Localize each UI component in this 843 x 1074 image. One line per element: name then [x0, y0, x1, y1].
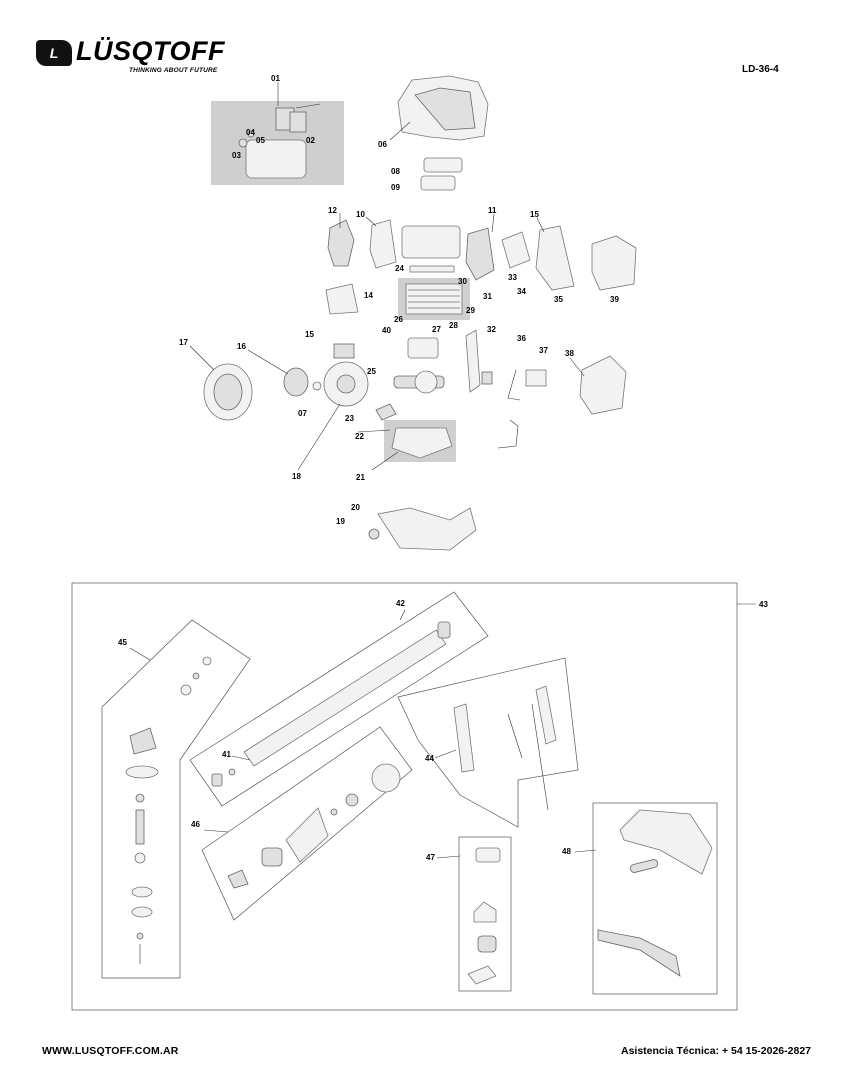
clip-32 — [481, 371, 493, 385]
cylinder-29 — [405, 283, 463, 315]
kit-frame-43 — [71, 582, 738, 1011]
part-label-02: 02 — [306, 136, 315, 145]
part-label-25: 25 — [367, 367, 376, 376]
part-label-10: 10 — [356, 210, 365, 219]
part-label-07: 07 — [298, 409, 307, 418]
part-label-47: 47 — [426, 853, 435, 862]
part-label-34: 34 — [517, 287, 526, 296]
part-label-01: 01 — [271, 74, 280, 83]
part-label-24: 24 — [395, 264, 404, 273]
part-label-37: 37 — [539, 346, 548, 355]
engine-cover-39 — [591, 235, 637, 291]
primer-37 — [525, 369, 547, 387]
part-label-36: 36 — [517, 334, 526, 343]
part-label-40: 40 — [382, 326, 391, 335]
part-label-22: 22 — [355, 432, 364, 441]
brand-name: LÜSQTOFF — [76, 36, 225, 66]
leader-lines-upper — [189, 82, 585, 471]
part-label-28: 28 — [449, 321, 458, 330]
gasket-24 — [409, 265, 455, 273]
part-label-12: 12 — [328, 206, 337, 215]
part-label-33: 33 — [508, 273, 517, 282]
part-label-27: 27 — [432, 325, 441, 334]
part-label-05: 05 — [256, 136, 265, 145]
support-phone: Asistencia Técnica: + 54 15-2026-2827 — [621, 1045, 811, 1057]
part-label-15b: 15 — [305, 330, 314, 339]
guard-48 — [597, 809, 713, 977]
spark-plug-23 — [375, 403, 397, 421]
clutch-panel-46 — [201, 726, 413, 921]
fuel-cap-19 — [368, 528, 380, 540]
website-link[interactable]: WWW.LUSQTOFF.COM.AR — [42, 1045, 179, 1057]
part-label-29: 29 — [466, 306, 475, 315]
part-label-32: 32 — [487, 325, 496, 334]
starter-pulley-16 — [283, 367, 309, 397]
muffler-gasket-09 — [420, 175, 456, 191]
part-label-42: 42 — [396, 599, 405, 608]
throttle-handle-44 — [453, 685, 557, 811]
part-label-41: 41 — [222, 750, 231, 759]
part-label-39: 39 — [610, 295, 619, 304]
clamps-47 — [467, 847, 501, 985]
clutch-housing-46 — [227, 763, 401, 889]
side-cover-38 — [579, 355, 627, 415]
carburetor-assembly-01 — [238, 103, 321, 179]
handle-panel-44 — [397, 657, 579, 828]
part-label-11: 11 — [488, 206, 497, 215]
fuel-tank-35 — [535, 225, 575, 291]
part-label-45: 45 — [118, 638, 127, 647]
part-label-18: 18 — [292, 472, 301, 481]
part-label-21: 21 — [356, 473, 365, 482]
gearhead-panel-45 — [101, 619, 251, 979]
part-label-46: 46 — [191, 820, 200, 829]
part-label-19: 19 — [336, 517, 345, 526]
part-label-48: 48 — [562, 847, 571, 856]
drive-shaft-41 — [211, 621, 451, 787]
intake-11 — [465, 227, 495, 281]
crankcase-21 — [391, 427, 453, 459]
part-label-16: 16 — [237, 342, 246, 351]
shaft-panel-42 — [189, 591, 489, 807]
crankshaft-25 — [393, 370, 445, 394]
brand-slogan: THINKING ABOUT FUTURE — [129, 67, 218, 74]
washer-07 — [312, 381, 322, 391]
air-filter-10 — [369, 219, 397, 269]
guard-panel-48 — [592, 802, 718, 995]
part-label-26: 26 — [394, 315, 403, 324]
part-label-35: 35 — [554, 295, 563, 304]
fuel-hose — [497, 419, 519, 449]
clamp-panel-47 — [458, 836, 512, 992]
part-label-23: 23 — [345, 414, 354, 423]
part-label-38: 38 — [565, 349, 574, 358]
part-label-06: 06 — [378, 140, 387, 149]
part-label-09: 09 — [391, 183, 400, 192]
part-label-17: 17 — [179, 338, 188, 347]
ignition-cover-33 — [501, 231, 531, 269]
part-label-43: 43 — [759, 600, 768, 609]
gearhead-45 — [125, 656, 212, 964]
brand-logo: L LÜSQTOFF THINKING ABOUT FUTURE — [36, 36, 236, 78]
part-label-03: 03 — [232, 151, 241, 160]
part-label-15a: 15 — [530, 210, 539, 219]
model-code: LD-36-4 — [742, 64, 779, 75]
ignition-coil-15 — [333, 343, 355, 359]
chain-28 — [465, 329, 481, 393]
piston-40 — [407, 337, 439, 359]
logo-mark-icon: L — [36, 40, 72, 66]
part-label-44: 44 — [425, 754, 434, 763]
fuel-line-36 — [507, 369, 521, 401]
part-label-31: 31 — [483, 292, 492, 301]
bracket-14 — [325, 283, 359, 315]
heat-shield-08 — [423, 157, 463, 173]
part-label-14: 14 — [364, 291, 373, 300]
leader-lines-lower — [129, 609, 597, 859]
carburetor-block — [401, 225, 461, 259]
air-filter-cover-12 — [327, 219, 355, 267]
part-label-20: 20 — [351, 503, 360, 512]
part-label-08: 08 — [391, 167, 400, 176]
part-label-04: 04 — [246, 128, 255, 137]
fuel-tank-20 — [377, 507, 477, 551]
part-label-30: 30 — [458, 277, 467, 286]
